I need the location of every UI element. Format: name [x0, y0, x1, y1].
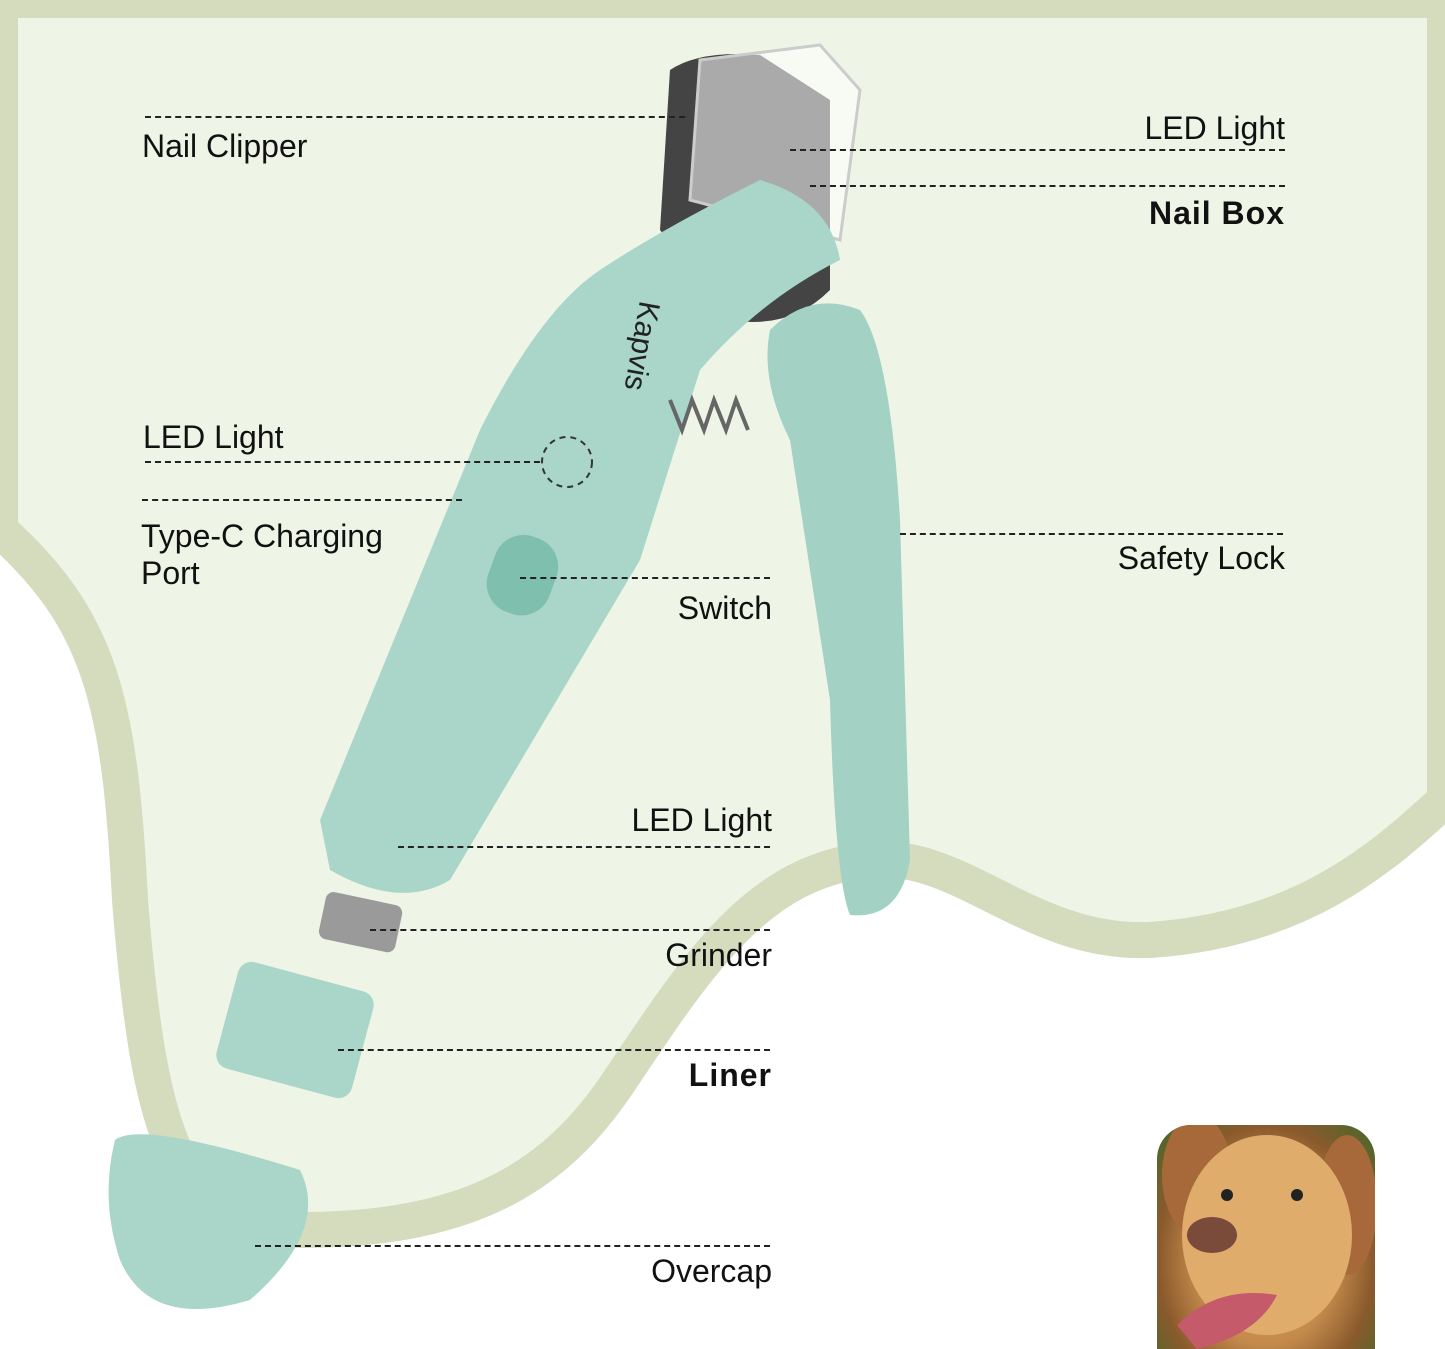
overcap: [108, 1134, 309, 1309]
label-overcap: Overcap: [651, 1253, 772, 1289]
spring: [668, 394, 750, 436]
leader-safety-lock: [900, 533, 1283, 535]
leader-nail-clipper: [145, 116, 685, 118]
leader-nail-box: [810, 185, 1285, 187]
label-type-c-line2: Port: [141, 554, 200, 591]
leader-overcap: [255, 1245, 770, 1247]
leader-led-light-bottom: [398, 846, 770, 848]
label-nail-clipper: Nail Clipper: [142, 128, 308, 164]
lever-handle: [767, 303, 910, 916]
liner: [216, 961, 374, 1099]
nail-box: [688, 43, 862, 242]
label-safety-lock: Safety Lock: [1117, 540, 1285, 576]
label-liner: Liner: [688, 1057, 772, 1093]
label-led-light-bottom: LED Light: [631, 802, 772, 838]
leader-grinder: [370, 929, 770, 931]
leader-led-light-mid: [145, 461, 540, 463]
nail-clipper-device: Kapvis: [108, 43, 910, 1309]
leader-switch: [520, 577, 770, 579]
leader-liner: [338, 1049, 770, 1051]
label-switch: Switch: [677, 590, 772, 626]
label-led-light-mid: LED Light: [143, 419, 284, 455]
label-led-light-top: LED Light: [1144, 110, 1285, 146]
label-nail-box: Nail Box: [1148, 195, 1285, 231]
main-handle: [320, 180, 840, 893]
led-light-ring: [541, 436, 593, 488]
label-type-c-line1: Type-C Charging: [141, 518, 383, 554]
leader-led-light-top: [790, 149, 1285, 151]
dog-photo: [1157, 1125, 1375, 1349]
label-grinder: Grinder: [665, 937, 772, 973]
grinder: [318, 892, 403, 953]
leader-type-c: [142, 499, 462, 501]
switch: [486, 534, 559, 616]
